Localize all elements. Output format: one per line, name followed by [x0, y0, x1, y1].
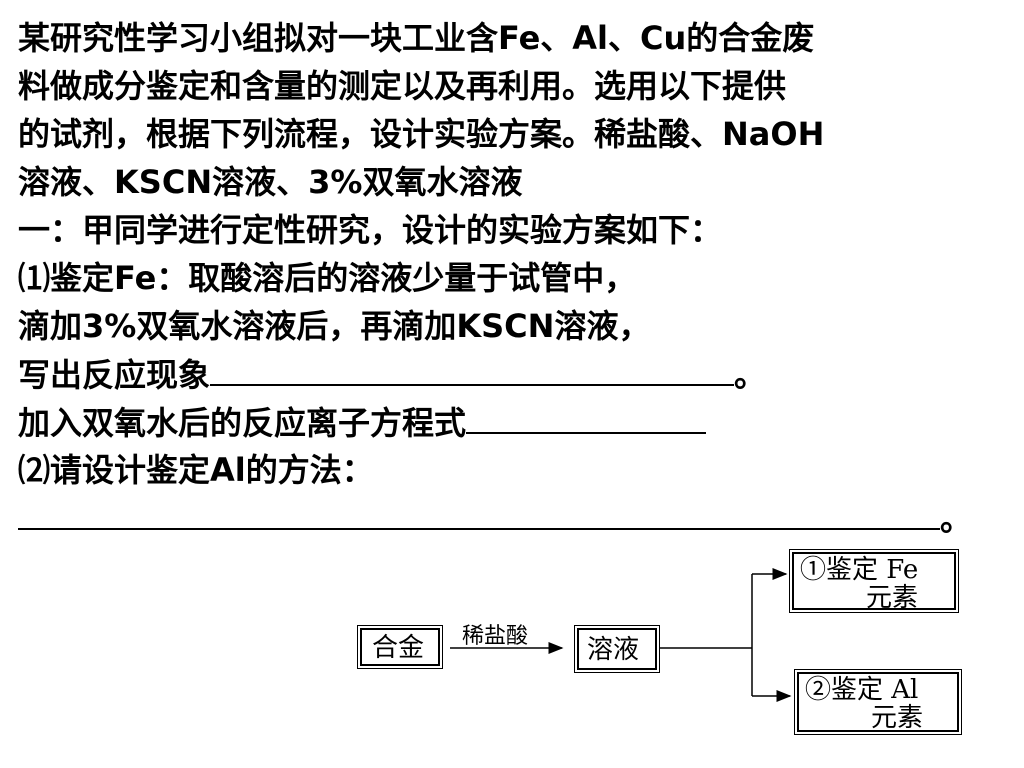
box-fe-line1: ①鉴定 Fe: [800, 555, 919, 585]
section-heading: 一：甲同学进行定性研究，设计的实验方案如下：: [18, 211, 723, 249]
box-solution: 溶液: [574, 625, 660, 673]
text-line-9: 加入双氧水后的反应离子方程式: [18, 402, 707, 443]
text-line-7: 滴加3%双氧水溶液后，再滴加KSCN溶液，: [18, 307, 651, 345]
period-mark: 。: [734, 356, 767, 394]
box-alloy: 合金: [357, 625, 443, 669]
period-mark: 。: [940, 500, 973, 538]
prompt-ionic-equation: 加入双氧水后的反应离子方程式: [18, 404, 467, 442]
label-reagent: 稀盐酸: [462, 624, 529, 649]
box-identify-fe: ①鉴定 Fe 元素: [789, 549, 959, 613]
box-al-line1: ②鉴定 Al: [805, 675, 919, 705]
text-line-3: 的试剂，根据下列流程，设计实验方案。稀盐酸、NaOH: [18, 115, 825, 153]
box-identify-al: ②鉴定 Al 元素: [794, 669, 962, 735]
answer-blank-equation[interactable]: [466, 402, 707, 434]
text-line-2: 料做成分鉴定和含量的测定以及再利用。选用以下提供: [18, 67, 787, 105]
text-line-1: 某研究性学习小组拟对一块工业含Fe、Al、Cu的合金废: [18, 19, 815, 57]
box-fe-line2: 元素: [866, 583, 919, 613]
subquestion-2: ⑵请设计鉴定Al的方法：: [18, 451, 374, 489]
text-line-11: 。: [18, 498, 972, 539]
answer-blank-al-method[interactable]: [18, 498, 940, 530]
answer-blank-phenomenon[interactable]: [210, 354, 735, 386]
text-line-4: 溶液、KSCN溶液、3%双氧水溶液: [18, 163, 523, 201]
subquestion-1: ⑴鉴定Fe：取酸溶后的溶液少量于试管中，: [18, 259, 637, 297]
text-line-8: 写出反应现象 。: [18, 354, 766, 395]
box-al-line2: 元素: [871, 703, 924, 733]
prompt-phenomenon: 写出反应现象: [18, 356, 211, 394]
